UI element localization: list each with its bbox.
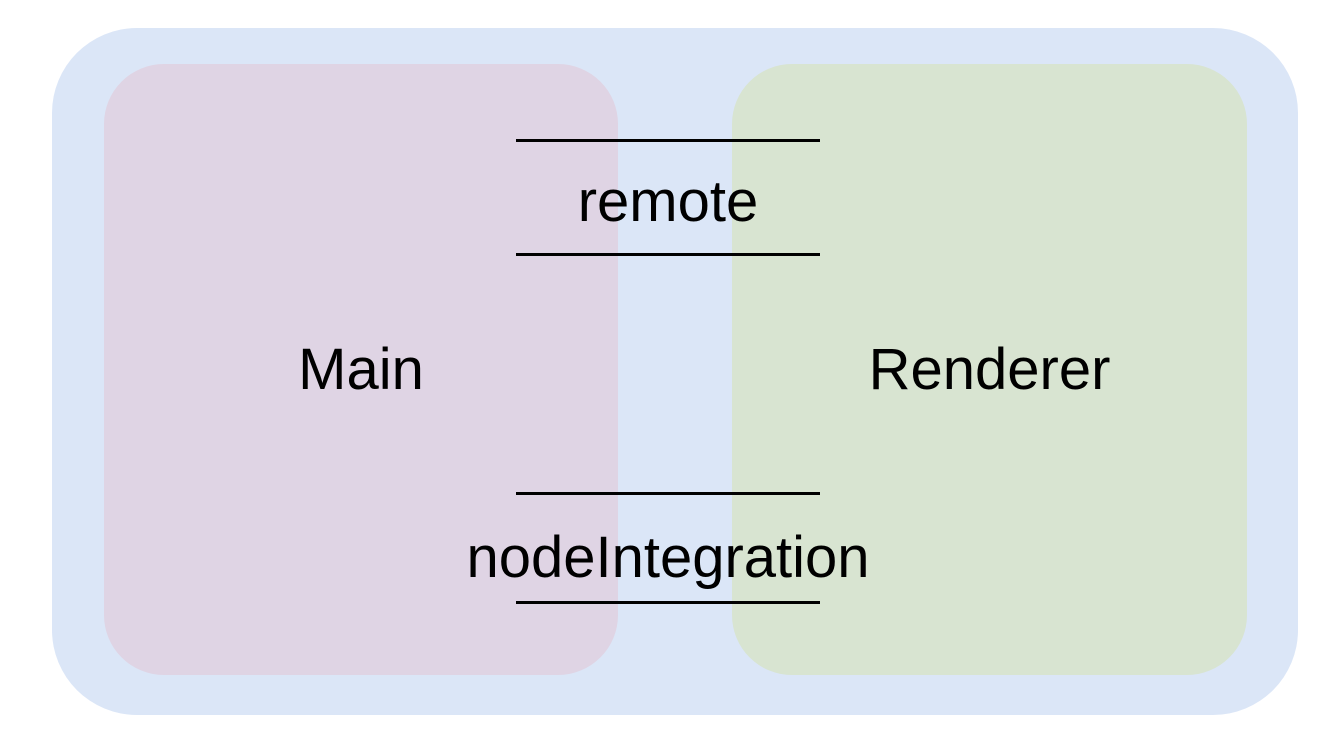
connector-remote-top-line [516,139,820,142]
connector-node-integration-top-line [516,492,820,495]
renderer-process-node: Renderer [732,64,1247,675]
connector-node-integration-bottom-line [516,601,820,604]
main-process-node: Main [104,64,618,675]
connector-node-integration: nodeIntegration [466,492,870,604]
connector-remote-label: remote [577,168,759,234]
connector-remote: remote [516,139,820,256]
main-process-label: Main [298,336,424,402]
connector-remote-bottom-line [516,253,820,256]
renderer-process-label: Renderer [868,336,1111,402]
connector-node-integration-label: nodeIntegration [466,525,870,590]
